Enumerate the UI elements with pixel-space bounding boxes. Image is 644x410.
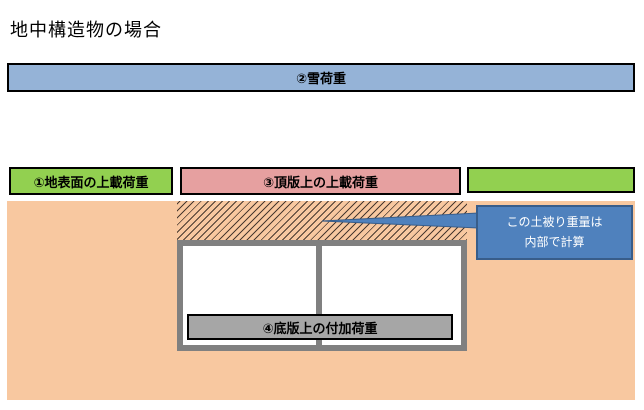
bottom-slab-load-box: ④底版上の付加荷重 <box>187 314 453 340</box>
snow-load-label: ②雪荷重 <box>295 72 346 87</box>
top-slab-load-label: ③頂版上の上載荷重 <box>262 175 378 191</box>
surface-load-box: ①地表面の上載荷重 <box>9 167 173 195</box>
soil-cover-callout: この土被り重量は 内部で計算 <box>476 205 633 260</box>
snow-load-box: ②雪荷重 <box>7 63 635 92</box>
culvert-center-wall <box>316 240 322 351</box>
bottom-slab-load-label: ④底版上の付加荷重 <box>262 321 378 337</box>
callout-line-1: この土被り重量は <box>506 215 603 229</box>
surface-load-label: ①地表面の上載荷重 <box>33 175 149 191</box>
callout-line-2: 内部で計算 <box>524 235 585 249</box>
top-slab-load-box: ③頂版上の上載荷重 <box>180 167 461 195</box>
diagram-title: 地中構造物の場合 <box>10 20 162 41</box>
surface-load-box-right <box>467 167 635 193</box>
soil-cover-hatch <box>177 201 467 240</box>
